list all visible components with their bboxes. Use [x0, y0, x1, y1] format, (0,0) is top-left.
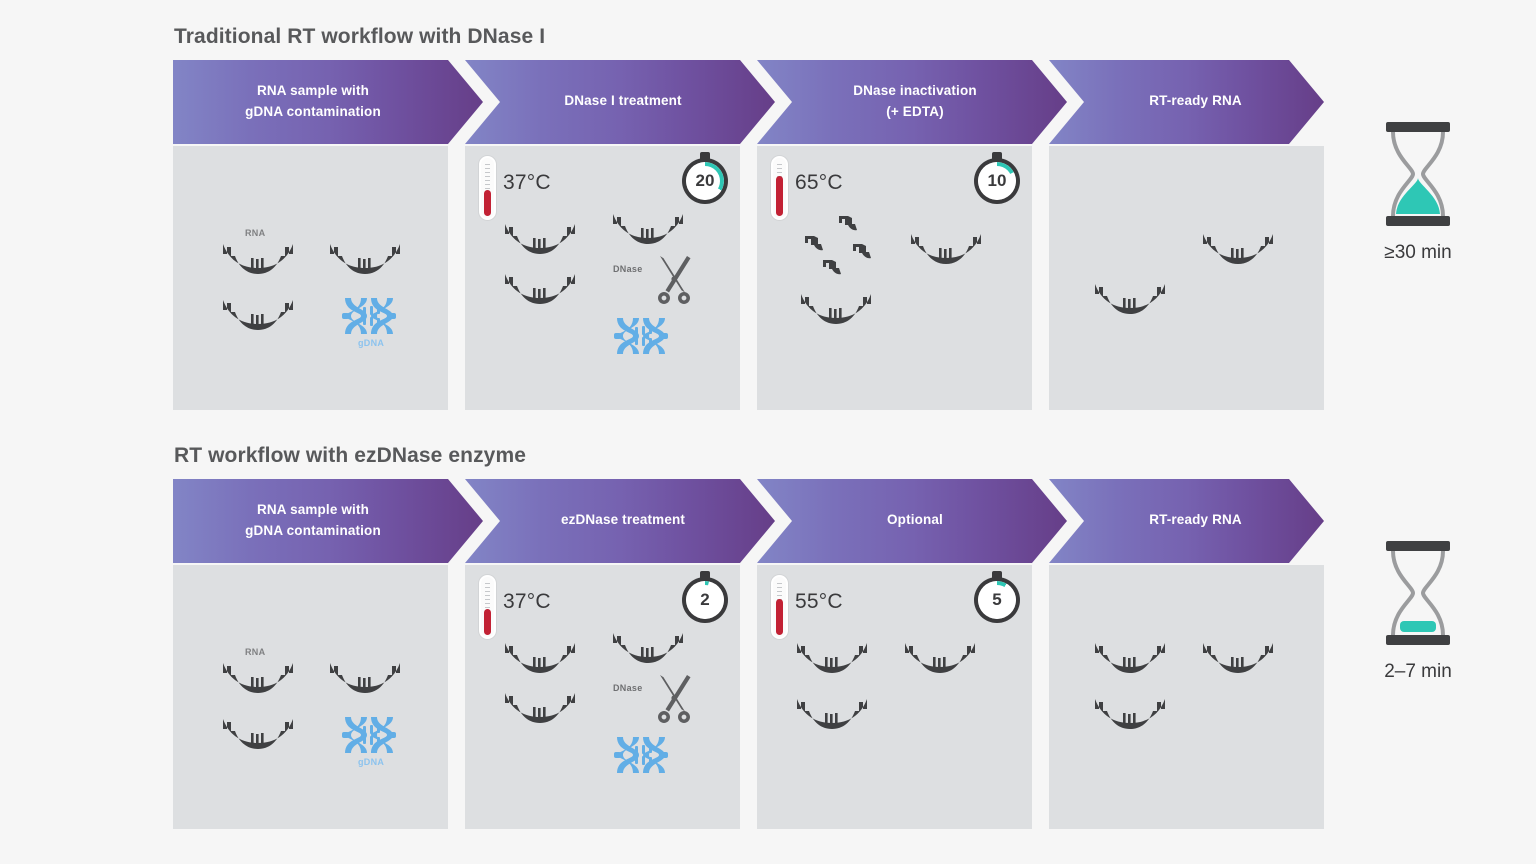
duration-caption: ≥30 min [1384, 242, 1452, 263]
chevron-step-2-line1: ezDNase treatment [560, 512, 686, 528]
chevron-step-4-line1: RT-ready RNA [1149, 512, 1242, 528]
chevron-step-3-line2: (+ EDTA) [886, 103, 944, 119]
rt-ready-rna-panel [1049, 146, 1324, 410]
workflow-title: Traditional RT workflow with DNase I [174, 25, 546, 48]
thermometer-icon [479, 575, 496, 639]
rt-ready-rna-panel [1049, 565, 1324, 829]
temperature-value: 37°C [503, 590, 551, 613]
rna-molecule-icon [503, 268, 577, 308]
workflow-body: RNA sample with gDNA contamination ezDNa… [173, 479, 1473, 829]
chevron-step-3[interactable]: Optional [775, 479, 1055, 563]
rna-molecule-icon [503, 218, 577, 258]
dnase-label: DNase [613, 264, 643, 274]
chevron-step-4-line1: RT-ready RNA [1149, 93, 1242, 109]
rna-molecule-icon [1201, 637, 1275, 677]
rna-molecule-icon [221, 294, 295, 334]
chevron-step-1-line2: gDNA contamination [245, 103, 381, 119]
stopwatch-icon: 5 [974, 571, 1020, 623]
chevron-step-3-line1: Optional [887, 512, 943, 528]
scissors-icon [653, 673, 705, 729]
scissors-icon [653, 254, 705, 310]
rna-molecule-icon [221, 238, 295, 278]
chevron-shapes [173, 60, 1324, 144]
chevron-step-1-line1: RNA sample with [256, 83, 369, 99]
rna-molecule-icon [611, 627, 685, 667]
rna-molecule-icon [221, 713, 295, 753]
rna-molecule-icon [328, 238, 402, 278]
gdna-molecule-icon [341, 294, 409, 338]
rna-molecule-icon [909, 228, 983, 268]
rna-molecule-icon [795, 637, 869, 677]
dnase-treatment-panel: 37°C 20 [465, 146, 740, 410]
rna-molecule-icon [221, 657, 295, 697]
stopwatch-value: 2 [700, 590, 710, 609]
rna-molecule-icon [611, 208, 685, 248]
rna-molecule-icon [1093, 693, 1167, 733]
dna-fragments-icon [799, 214, 907, 284]
stopwatch-icon: 2 [682, 571, 728, 623]
workflow-ezdnase: RT workflow with ezDNase enzyme [173, 443, 1473, 829]
rna-sample-panel: RNA gDNA [173, 146, 448, 410]
thermometer-icon [479, 156, 496, 220]
rna-label: RNA [245, 647, 266, 657]
chevron-step-4[interactable]: RT-ready RNA [1067, 60, 1324, 144]
ezdnase-treatment-panel: 37°C 2 [465, 565, 740, 829]
temperature-value: 37°C [503, 171, 551, 194]
chevron-step-3-line1: DNase inactivation [853, 83, 977, 99]
chevron-shapes [173, 479, 1324, 563]
rna-molecule-icon [795, 693, 869, 733]
rna-molecule-icon [903, 637, 977, 677]
gdna-molecule-icon [613, 733, 681, 777]
temperature-value: 65°C [795, 171, 843, 194]
rna-molecule-icon [503, 687, 577, 727]
rna-molecule-icon [328, 657, 402, 697]
thermometer-icon [771, 156, 788, 220]
rna-molecule-icon [1201, 228, 1275, 268]
dnase-inactivation-panel: 65°C 10 [757, 146, 1032, 410]
rna-molecule-icon [1093, 637, 1167, 677]
chevron-band: RNA sample with gDNA contamination DNase… [173, 60, 1324, 144]
stopwatch-value: 5 [992, 590, 1002, 609]
workflow-title: RT workflow with ezDNase enzyme [174, 444, 527, 467]
gdna-molecule-icon [341, 713, 409, 757]
gdna-molecule-icon [613, 314, 681, 358]
temperature-value: 55°C [795, 590, 843, 613]
chevron-step-2[interactable]: ezDNase treatment [483, 479, 763, 563]
chevron-band: RNA sample with gDNA contamination ezDNa… [173, 479, 1324, 563]
rna-sample-panel: RNA gDNA [173, 565, 448, 829]
hourglass-icon [1386, 541, 1450, 645]
optional-panel: 55°C 5 [757, 565, 1032, 829]
chevron-step-2-line1: DNase I treatment [564, 93, 682, 109]
stopwatch-icon: 10 [974, 152, 1020, 204]
chevron-step-1[interactable]: RNA sample with gDNA contamination [173, 60, 453, 144]
chevron-step-1[interactable]: RNA sample with gDNA contamination [173, 479, 453, 563]
duration-indicator: 2–7 min [1348, 539, 1488, 683]
rna-molecule-icon [1093, 278, 1167, 318]
chevron-step-2[interactable]: DNase I treatment [483, 60, 763, 144]
stopwatch-value: 10 [987, 171, 1007, 190]
stopwatch-value: 20 [695, 171, 715, 190]
workflow-body: RNA sample with gDNA contamination DNase… [173, 60, 1473, 410]
chevron-step-3[interactable]: DNase inactivation (+ EDTA) [775, 60, 1055, 144]
gdna-label: gDNA [358, 338, 385, 348]
dnase-label: DNase [613, 683, 643, 693]
rna-molecule-icon [503, 637, 577, 677]
chevron-step-4[interactable]: RT-ready RNA [1067, 479, 1324, 563]
chevron-step-1-line2: gDNA contamination [245, 522, 381, 538]
rna-molecule-icon [799, 288, 873, 328]
duration-caption: 2–7 min [1384, 661, 1452, 682]
gdna-label: gDNA [358, 757, 385, 767]
stopwatch-icon: 20 [682, 152, 728, 204]
chevron-step-1-line1: RNA sample with [256, 502, 369, 518]
duration-indicator: ≥30 min [1348, 120, 1488, 264]
rna-label: RNA [245, 228, 266, 238]
workflow-traditional: Traditional RT workflow with DNase I [173, 24, 1473, 410]
hourglass-icon [1386, 122, 1450, 226]
thermometer-icon [771, 575, 788, 639]
